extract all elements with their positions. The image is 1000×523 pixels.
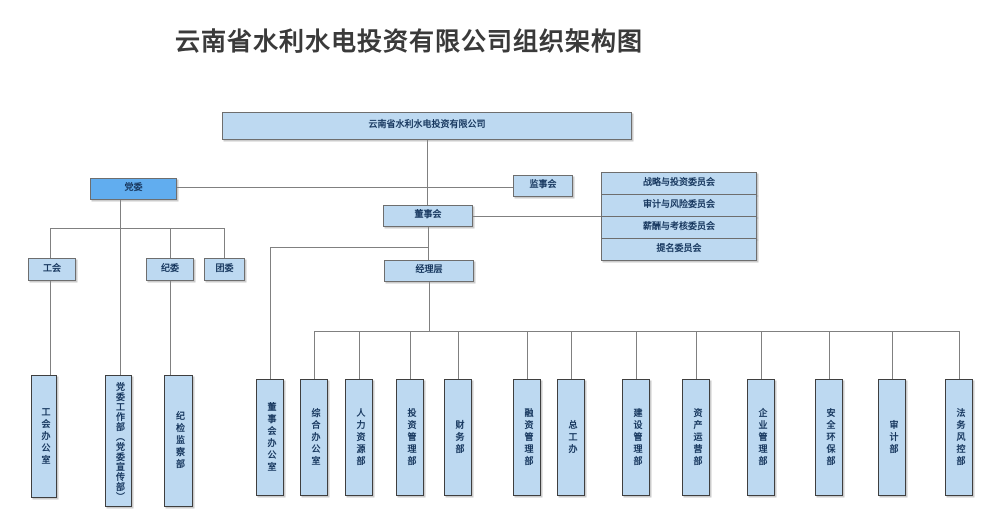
node-discipline-supervision-dept: 纪检监察部 (164, 375, 193, 507)
node-discipline-committee: 纪委 (146, 258, 194, 281)
node-dept-board-office: 董事会办公室 (256, 379, 284, 496)
node-board-of-directors: 董事会 (383, 205, 473, 227)
connector (458, 331, 459, 379)
connector (428, 227, 429, 260)
connector (427, 140, 428, 205)
connector (571, 331, 572, 379)
node-management: 经理层 (384, 260, 474, 282)
node-dept-safety-environment: 安全环保部 (815, 379, 843, 496)
connector (829, 331, 830, 379)
node-dept-finance: 财务部 (444, 379, 472, 496)
node-dept-general-office: 综合办公室 (300, 379, 328, 496)
connector (761, 331, 762, 379)
connector (170, 228, 171, 258)
node-supervisory-board: 监事会 (513, 175, 573, 197)
connector (270, 247, 271, 379)
node-party-committee: 党委 (90, 178, 177, 200)
node-strategy-investment-committee: 战略与投资委员会 (601, 172, 757, 195)
node-dept-construction-management: 建设管理部 (622, 379, 650, 496)
node-dept-enterprise-management: 企业管理部 (747, 379, 775, 496)
connector (170, 281, 171, 375)
node-dept-financing-management: 融资管理部 (513, 379, 541, 496)
node-dept-chief-engineer-office: 总工办 (557, 379, 585, 496)
connector (120, 200, 121, 375)
connector (527, 331, 528, 379)
connector (359, 331, 360, 379)
connector (696, 331, 697, 379)
connector (892, 331, 893, 379)
connector (224, 228, 225, 258)
node-union-office: 工会办公室 (31, 375, 57, 498)
node-audit-risk-committee: 审计与风险委员会 (601, 194, 757, 217)
chart-title: 云南省水利水电投资有限公司组织架构图 (174, 27, 643, 56)
connector (410, 331, 411, 379)
connector (177, 187, 513, 188)
node-nomination-committee: 提名委员会 (601, 238, 757, 261)
connector (636, 331, 637, 379)
node-dept-human-resources: 人力资源部 (345, 379, 373, 496)
connector (50, 228, 224, 229)
connector (959, 331, 960, 379)
node-youth-league: 团委 (204, 258, 245, 281)
node-labor-union: 工会 (28, 258, 76, 281)
node-dept-audit: 审计部 (878, 379, 906, 496)
connector (473, 216, 601, 217)
node-compensation-assessment-committee: 薪酬与考核委员会 (601, 216, 757, 239)
node-dept-asset-operation: 资产运营部 (682, 379, 710, 496)
connector (50, 228, 51, 258)
connector (50, 281, 51, 375)
node-company: 云南省水利水电投资有限公司 (222, 112, 632, 140)
node-dept-legal-risk-control: 法务风控部 (945, 379, 973, 496)
node-party-work-dept: 党委工作部（党委宣传部） (105, 375, 132, 507)
connector (314, 331, 315, 379)
connector (429, 282, 430, 331)
node-dept-investment-management: 投资管理部 (396, 379, 424, 496)
connector (270, 247, 428, 248)
